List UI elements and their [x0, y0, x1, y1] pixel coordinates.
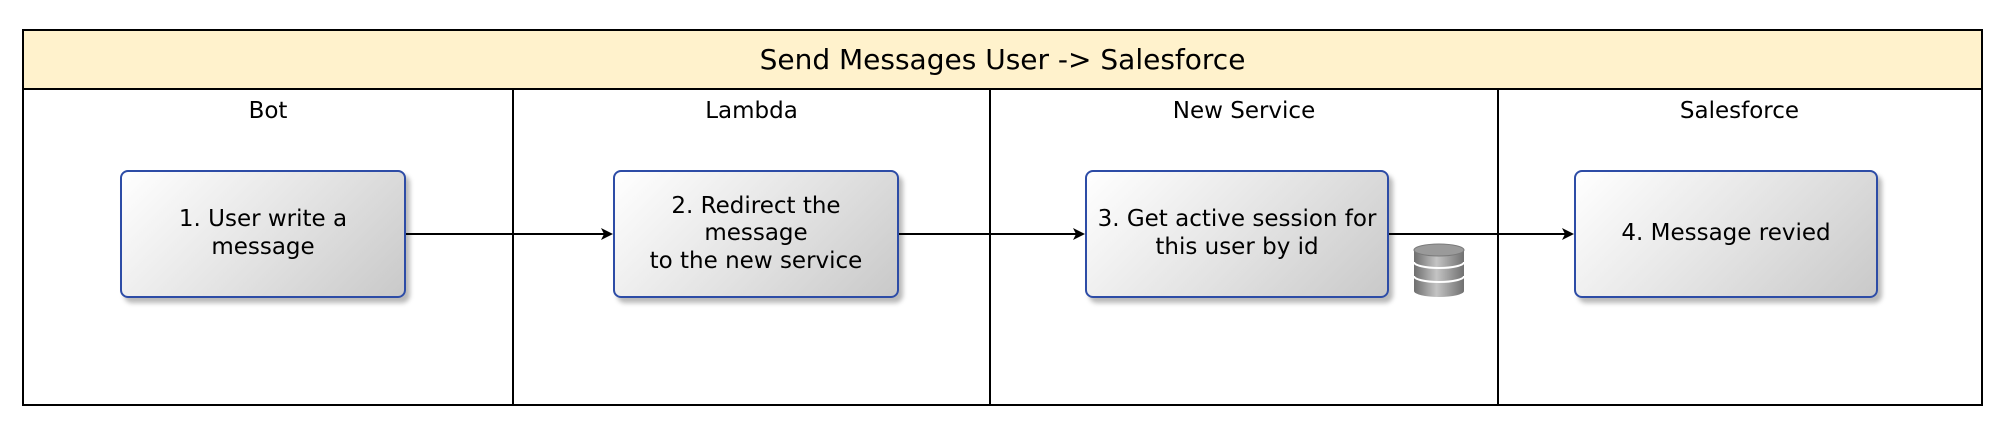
step-box-new-service: 3. Get active session for this user by i…	[1085, 170, 1389, 298]
lane-title-bot: Bot	[248, 98, 288, 124]
lane-bot: Bot	[24, 90, 512, 404]
database-icon	[1413, 243, 1465, 297]
lane-title-lambda: Lambda	[705, 98, 798, 124]
lane-title-new-service: New Service	[1172, 98, 1316, 124]
step-box-lambda: 2. Redirect the message to the new servi…	[613, 170, 899, 298]
step-box-salesforce: 4. Message revied	[1574, 170, 1878, 298]
step-box-bot: 1. User write a message	[120, 170, 406, 298]
lane-title-salesforce: Salesforce	[1679, 98, 1800, 124]
lane-new-service: New Service	[989, 90, 1497, 404]
pool-title: Send Messages User -> Salesforce	[24, 31, 1981, 90]
lane-lambda: Lambda	[512, 90, 989, 404]
swimlane-pool: Send Messages User -> Salesforce Bot Lam…	[22, 29, 1983, 406]
lane-salesforce: Salesforce	[1497, 90, 1980, 404]
